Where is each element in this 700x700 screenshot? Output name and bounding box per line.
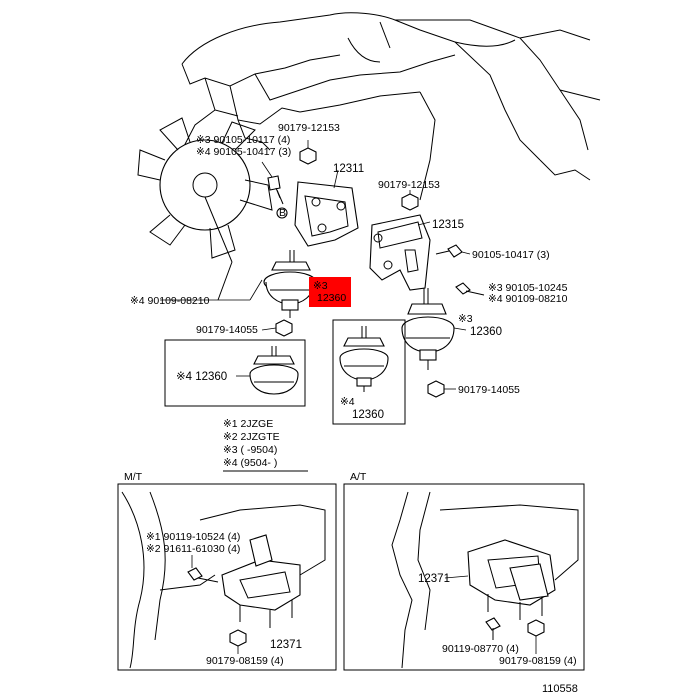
label-12311: 12311 [333,163,364,175]
label-90105-10245: ※3 90105-10245 [488,282,568,294]
reference-code: 110558 [542,683,578,695]
bolt-90105-10417-right [435,244,471,258]
engine-mount-12360-highlighted [160,250,317,318]
washer-b-marker: B [276,207,288,219]
label-12360-right-mark: ※3 [458,313,473,325]
label-at-12371: 12371 [418,573,450,585]
label-90179-14055-left: 90179-14055 [196,324,258,336]
label-highlight-12360: 12360 [317,292,346,304]
bracket-12315 [369,214,431,291]
at-title: A/T [350,471,367,483]
label-mt-91611-61030: ※2 91611-61030 (4) [146,543,240,555]
bolt-90105-10245 [455,282,485,296]
label-90105-10417-right: 90105-10417 (3) [472,249,550,261]
engine-outline [181,12,601,201]
label-mt-12371: 12371 [270,639,302,651]
bracket-12311 [294,169,359,247]
label-at-90119-08770: 90119-08770 (4) [442,643,519,655]
svg-text:B: B [279,207,286,219]
legend-line-4: ※4 (9504- ) [223,457,277,469]
label-90109-08210-left: ※4 90109-08210 [130,295,210,307]
label-90105-10117: ※3 90105-10117 (4) [196,134,290,146]
legend-line-1: ※1 2JZGE [223,418,273,430]
mount-box-center [332,319,406,425]
nut-90179-14055-left [261,319,293,337]
legend-line-2: ※2 2JZGTE [223,431,280,443]
engine-mount-12360-right [401,288,467,398]
label-90179-14055-right: 90179-14055 [458,384,520,396]
bolt-90105-10117 [261,161,284,205]
mt-title: M/T [124,471,143,483]
mt-panel: M/T [117,471,337,671]
label-12360-box-left: ※4 12360 [176,371,227,383]
label-mt-90119-10524: ※1 90119-10524 (4) [146,531,240,543]
highlight-box [309,277,351,307]
label-highlight-mark: ※3 [313,280,328,292]
label-12360-box-mid-mark: ※4 [340,396,355,408]
label-90179-12153-top: 90179-12153 [278,122,340,134]
label-mt-90179-08159: 90179-08159 (4) [206,655,284,667]
label-12360-box-mid: 12360 [352,409,384,421]
label-12360-right: 12360 [470,326,502,338]
part-labels: 90179-12153 ※3 90105-10117 (4) ※4 90105-… [130,122,578,695]
mount-box-left [164,339,306,407]
cooling-fan [137,117,273,301]
label-at-90179-08159: 90179-08159 (4) [499,655,577,667]
nut-90179-12153-right [401,190,419,211]
label-12315: 12315 [432,219,464,231]
label-90109-08210-right: ※4 90109-08210 [488,293,568,305]
label-90105-10417-left: ※4 90105-10417 (3) [196,146,291,158]
variant-legend: ※1 2JZGE ※2 2JZGTE ※3 ( -9504) ※4 (9504-… [223,418,308,472]
at-panel: A/T [343,471,585,671]
legend-line-3: ※3 ( -9504) [223,444,277,456]
nut-90179-12153-top [299,140,317,165]
label-90179-12153-right: 90179-12153 [378,179,440,191]
